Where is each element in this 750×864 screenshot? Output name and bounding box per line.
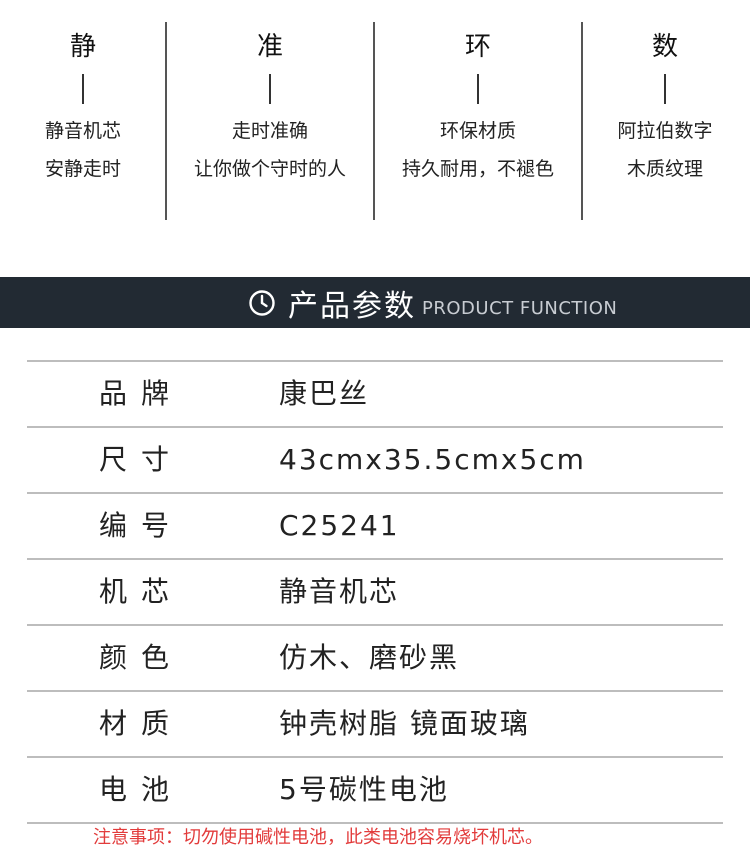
param-label: 电池 — [99, 773, 184, 806]
feature-divider — [373, 22, 375, 220]
param-label: 品牌 — [99, 377, 184, 410]
feature-line: 持久耐用，不褪色 — [401, 158, 554, 180]
feature-divider — [581, 22, 583, 220]
param-value: 钟壳树脂 镜面玻璃 — [279, 707, 530, 740]
table-row: 颜色 仿木、磨砂黑 — [27, 624, 723, 690]
battery-notice: 注意事项：切勿使用碱性电池，此类电池容易烧坏机芯。 — [93, 827, 543, 848]
feature-head: 静 — [69, 32, 96, 62]
param-label: 尺寸 — [99, 443, 184, 476]
section-banner: 产品参数 PRODUCT FUNCTION — [0, 277, 750, 328]
feature-bar — [269, 74, 271, 104]
feature-head: 环 — [464, 32, 491, 62]
feature-bar — [664, 74, 666, 104]
param-label: 材质 — [99, 707, 184, 740]
feature-bar — [477, 74, 479, 104]
param-label: 编号 — [99, 509, 184, 542]
clock-icon — [248, 289, 276, 317]
feature-quiet: 静 静音机芯 安静走时 — [18, 30, 148, 188]
feature-line: 木质纹理 — [626, 158, 703, 180]
table-row: 机芯 静音机芯 — [27, 558, 723, 624]
param-label: 机芯 — [99, 575, 184, 608]
param-label: 颜色 — [99, 641, 184, 674]
banner-content: 产品参数 PRODUCT FUNCTION — [248, 277, 617, 328]
param-value: 静音机芯 — [279, 575, 400, 608]
feature-accurate: 准 走时准确 让你做个守时的人 — [172, 30, 368, 188]
table-row: 品牌 康巴丝 — [27, 360, 723, 426]
banner-title: 产品参数 — [288, 288, 416, 324]
feature-line: 走时准确 — [231, 120, 308, 142]
feature-line: 安静走时 — [44, 158, 121, 180]
feature-line: 让你做个守时的人 — [193, 158, 346, 180]
feature-bar — [82, 74, 84, 104]
table-row: 材质 钟壳树脂 镜面玻璃 — [27, 690, 723, 756]
feature-head: 数 — [651, 32, 678, 62]
table-row: 编号 C25241 — [27, 492, 723, 558]
feature-divider — [165, 22, 167, 220]
banner-subtitle: PRODUCT FUNCTION — [422, 298, 618, 319]
param-value: 5号碳性电池 — [279, 773, 449, 806]
param-value: C25241 — [279, 509, 400, 542]
feature-digits: 数 阿拉伯数字 木质纹理 — [590, 30, 740, 188]
feature-head: 准 — [256, 32, 283, 62]
table-row: 电池 5号碳性电池 — [27, 756, 723, 824]
feature-eco: 环 环保材质 持久耐用，不褪色 — [380, 30, 576, 188]
feature-line: 静音机芯 — [44, 120, 121, 142]
table-row: 尺寸 43cmx35.5cmx5cm — [27, 426, 723, 492]
feature-line: 阿拉伯数字 — [617, 120, 713, 142]
param-value: 康巴丝 — [279, 377, 370, 410]
feature-line: 环保材质 — [439, 120, 516, 142]
params-table: 品牌 康巴丝 尺寸 43cmx35.5cmx5cm 编号 C25241 机芯 静… — [27, 360, 723, 824]
features-section: 静 静音机芯 安静走时 准 走时准确 让你做个守时的人 环 环保材质 持久耐用，… — [0, 0, 750, 240]
param-value: 43cmx35.5cmx5cm — [279, 443, 586, 476]
param-value: 仿木、磨砂黑 — [279, 641, 460, 674]
